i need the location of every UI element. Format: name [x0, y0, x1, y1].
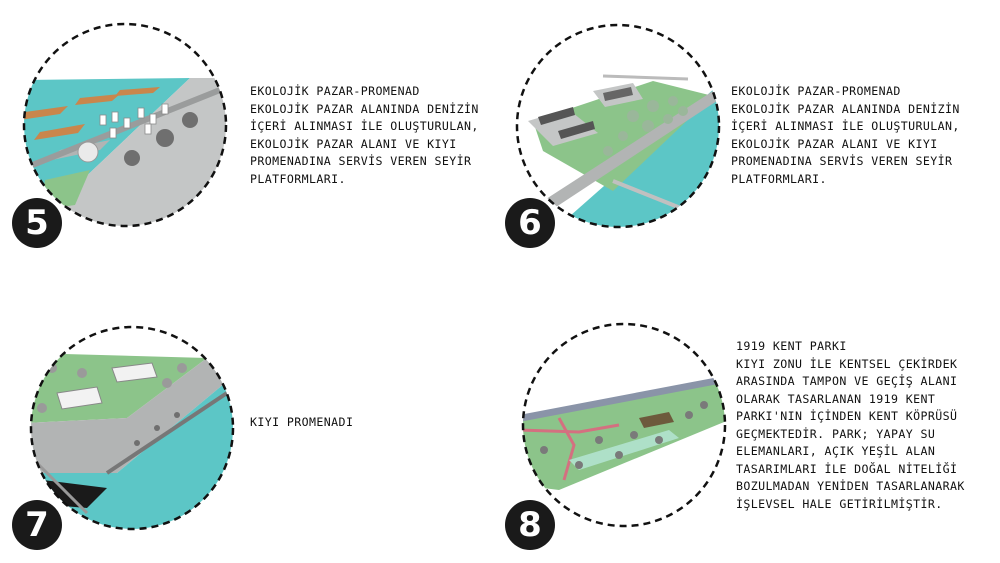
- panel-5-text-line: PLATFORMLARI.: [250, 171, 346, 186]
- panel-6-text-line: PLATFORMLARI.: [731, 171, 827, 186]
- panel-6-description: EKOLOJİK PAZAR-PROMENAD EKOLOJİK PAZAR A…: [731, 83, 960, 188]
- panel-8-description: 1919 KENT PARKI KIYI ZONU İLE KENTSEL ÇE…: [736, 338, 965, 513]
- panel-7-number-badge: 7: [12, 500, 62, 550]
- panel-5-description: EKOLOJİK PAZAR-PROMENAD EKOLOJİK PAZAR A…: [250, 83, 479, 188]
- coastal-promenade-vignette: [29, 325, 235, 531]
- panel-8-text-line: GEÇMEKTEDİR. PARK; YAPAY SU: [736, 426, 936, 441]
- panel-8-text-line: PARKI'NIN İÇİNDEN KENT KÖPRÜSÜ: [736, 409, 958, 423]
- panel-5-title: EKOLOJİK PAZAR-PROMENAD: [250, 84, 420, 98]
- panel-5-text-line: İÇERİ ALINMASI İLE OLUŞTURULAN,: [250, 119, 479, 133]
- panel-5-text-line: EKOLOJİK PAZAR ALANI VE KIYI: [250, 136, 457, 151]
- panel-5-text-line: EKOLOJİK PAZAR ALANINDA DENİZİN: [250, 101, 479, 116]
- panel-8-text-line: ARASINDA TAMPON VE GEÇİŞ ALANI: [736, 374, 958, 388]
- panel-8-title: 1919 KENT PARKI: [736, 339, 847, 353]
- panel-6-text-line: İÇERİ ALINMASI İLE OLUŞTURULAN,: [731, 119, 960, 133]
- panel-7-description: KIYI PROMENADI: [250, 414, 353, 432]
- panel-6-text-line: EKOLOJİK PAZAR ALANI VE KIYI: [731, 136, 938, 151]
- panel-8-text-line: TASARIMLARI İLE DOĞAL NİTELİĞİ: [736, 461, 958, 476]
- panel-7-title: KIYI PROMENADI: [250, 415, 354, 429]
- ecological-market-vignette: [22, 22, 228, 228]
- panel-6-text-line: EKOLOJİK PAZAR ALANINDA DENİZİN: [731, 101, 960, 116]
- panel-5-number-badge: 5: [12, 198, 62, 248]
- panel-6-title: EKOLOJİK PAZAR-PROMENAD: [731, 84, 901, 98]
- city-park-1919-vignette: [521, 322, 727, 528]
- panel-8-text-line: ELEMANLARI, AÇIK YEŞİL ALAN: [736, 444, 936, 458]
- panel-6-number-badge: 6: [505, 198, 555, 248]
- panel-6-text-line: PROMENADINA SERVİS VEREN SEYİR: [731, 154, 953, 168]
- panel-8-text-line: İŞLEVSEL HALE GETİRİLMİŞTİR.: [736, 496, 943, 511]
- panel-5-text-line: PROMENADINA SERVİS VEREN SEYİR: [250, 154, 472, 168]
- panel-8-number-badge: 8: [505, 500, 555, 550]
- panel-8-text-line: KIYI ZONU İLE KENTSEL ÇEKİRDEK: [736, 356, 958, 371]
- promenade-platform-vignette: [515, 23, 721, 229]
- panel-8-text-line: OLARAK TASARLANAN 1919 KENT: [736, 391, 936, 406]
- panel-8-text-line: BOZULMADAN YENİDEN TASARLANARAK: [736, 479, 965, 493]
